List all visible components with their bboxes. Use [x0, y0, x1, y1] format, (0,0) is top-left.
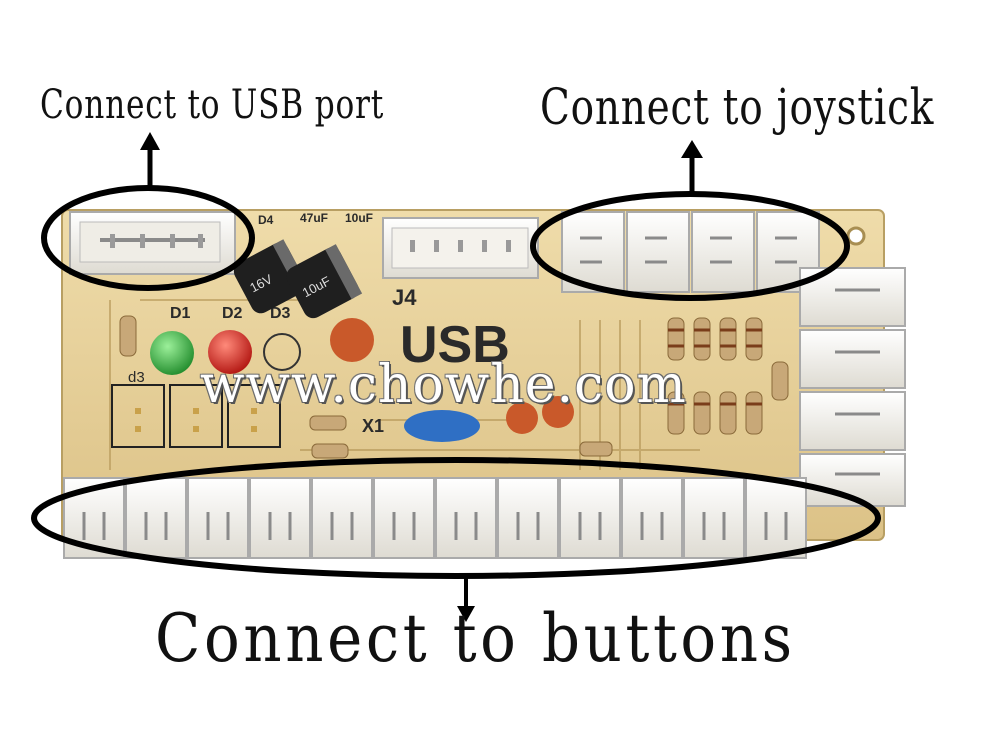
label-usb-port: Connect to USB port: [40, 82, 385, 128]
silkscreen-47uf: 47uF: [300, 211, 328, 225]
buttons-highlight: [31, 457, 881, 579]
ceramic-capacitor: [330, 318, 374, 362]
ceramic-capacitor: [542, 396, 574, 428]
silkscreen-d3: D3: [270, 305, 291, 322]
green-led: [150, 331, 194, 375]
silkscreen-d2: D2: [222, 305, 243, 322]
silkscreen-d1: D1: [170, 305, 191, 322]
usb-port-connector: [69, 211, 236, 275]
j4-header: [382, 217, 539, 279]
label-joystick: Connect to joystick: [540, 78, 935, 136]
label-buttons: Connect to buttons: [155, 600, 796, 677]
red-led: [208, 330, 252, 374]
blue-capacitor: [404, 410, 480, 442]
silkscreen-d4: D4: [258, 213, 274, 227]
ceramic-capacitor: [506, 402, 538, 434]
arrow-up-joystick: [681, 140, 703, 195]
watermark: www.chowhe.com: [200, 355, 687, 415]
button-connectors: [63, 477, 807, 559]
silkscreen-j4: J4: [392, 285, 417, 310]
side-connectors: [799, 267, 906, 507]
silkscreen-10uf: 10uF: [345, 211, 373, 225]
silkscreen-x1: X1: [362, 416, 384, 436]
silkscreen-usb: USB: [400, 316, 510, 374]
resistors: [119, 315, 789, 459]
led-footprint-d3: [263, 333, 301, 371]
joystick-connectors: [561, 211, 820, 293]
silkscreen-d3-side: d3: [128, 369, 145, 386]
arrow-down-buttons: [457, 576, 475, 622]
arrow-up-usb: [140, 132, 160, 188]
electrolytic-capacitors: 16V 10uF: [233, 239, 363, 319]
